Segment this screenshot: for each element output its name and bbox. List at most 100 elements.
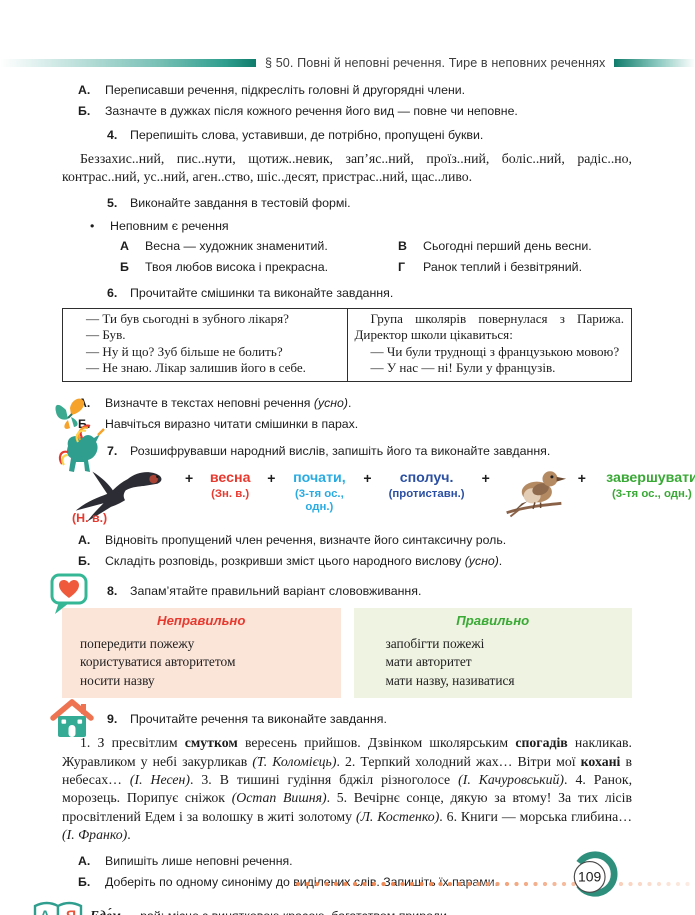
dictionary-definition: Еде́м — рай; місце з винятковою красою, … — [90, 903, 450, 915]
joke-line: — Не знаю. Лікар залишив його в себе. — [86, 360, 306, 376]
author-citation: (Остап Вишня) — [231, 790, 327, 806]
nightingale-image — [501, 465, 567, 524]
author-citation: (Л. Костенко) — [355, 808, 440, 824]
wrong-item: попередити пожежу — [80, 635, 195, 651]
option-text: Твоя любов висока і прекрасна. — [145, 260, 329, 274]
section-title: § 50. Повні й неповні речення. Тире в не… — [265, 56, 606, 70]
right-item: мати назву, називатися — [385, 672, 515, 688]
subtask-label: Б. — [78, 553, 91, 568]
dictionary-term: Еде́м — [90, 908, 121, 915]
task5-question-row: • Неповним є речення — [62, 219, 632, 233]
task7-heading: 7. Розшифрувавши народний вислів, запиші… — [55, 398, 632, 472]
subtask-text: Визначте в текстах неповні речення (усно… — [105, 395, 352, 410]
task-number: 5. — [107, 196, 118, 210]
task7-subtask-b: Б. Складіть розповідь, розкривши зміст ц… — [62, 554, 632, 569]
task-number: 6. — [107, 286, 118, 300]
task7-subtask-a: А. Відновіть пропущений член речення, ви… — [62, 533, 632, 548]
header-rule-left — [0, 59, 256, 67]
option-v: В Сьогодні перший день весни. — [398, 239, 632, 253]
right-item: запобігти пожежі — [385, 635, 485, 651]
task-title: Прочитайте смішинки та виконайте завданн… — [130, 286, 394, 300]
right-item: мати авторитет — [385, 654, 472, 670]
subtask-label: Б. — [78, 874, 91, 889]
task-title: Перепишіть слова, уставивши, де потрібно… — [130, 128, 484, 142]
dictionary-letter-ya: Я — [66, 907, 76, 915]
unicorn-butterfly-icon — [54, 394, 106, 492]
parenthetical-note: (усно) — [464, 553, 499, 568]
author-citation: (І. Франко) — [62, 827, 128, 843]
plus-sign: + — [363, 469, 372, 486]
joke-line: — У нас — ні! Були у французів. — [370, 360, 556, 376]
highlighted-word: кохані — [580, 753, 621, 769]
joke-line: Група школярів повернулася з Парижа. Дир… — [354, 311, 625, 343]
author-citation: (І. Качуровський) — [458, 771, 565, 787]
task-number: 8. — [107, 583, 118, 598]
option-label: А — [120, 239, 129, 253]
joke-line: — Чи були труднощі з французькою мовою? — [370, 343, 620, 359]
highlighted-word: спогадів — [515, 735, 568, 751]
subtask-label: А. — [78, 83, 91, 97]
author-citation: (І. Несен) — [129, 771, 190, 787]
task-number: 9. — [107, 712, 118, 727]
page-header: § 50. Повні й неповні речення. Тире в не… — [0, 56, 695, 70]
subtask-text: Випишіть лише неповні речення. — [105, 853, 293, 868]
task4-heading: 4. Перепишіть слова, уставивши, де потрі… — [62, 128, 632, 143]
right-header: Правильно — [456, 612, 530, 628]
intro-subtask-b: Б. Зазначте в дужках після кожного речен… — [62, 104, 632, 119]
plus-sign: + — [185, 469, 194, 486]
wrong-usage-box: Неправильно попередити пожежу користуват… — [62, 607, 341, 699]
wrong-header: Неправильно — [157, 612, 246, 628]
option-label: В — [398, 239, 407, 253]
task-title: Прочитайте речення та виконайте завдання… — [130, 712, 387, 727]
subtask-text: Складіть розповідь, розкривши зміст цьог… — [105, 553, 503, 568]
header-rule-right — [614, 59, 695, 67]
rebus-word-4: завершувати (3-тя ос., одн.) — [606, 469, 695, 500]
subtask-text: Навчіться виразно читати смішинки в пара… — [105, 416, 359, 431]
task-number: 4. — [107, 128, 118, 142]
task9-passage: 1. З пресвітлим смутком вересень прийшов… — [62, 735, 633, 843]
plus-sign: + — [267, 469, 276, 486]
swallow-image: (Н. в.) — [72, 461, 174, 525]
footer-dotted-line — [295, 881, 695, 887]
task-title: Виконайте завдання в тестовій формі. — [130, 196, 351, 210]
house-icon — [49, 699, 95, 741]
wrong-item: користуватися авторитетом — [80, 654, 236, 670]
task5-question: Неповним є речення — [110, 219, 229, 233]
bullet-marker: • — [90, 219, 95, 233]
task6-subtask-b: Б. Навчіться виразно читати смішинки в п… — [62, 417, 632, 432]
subtask-label: Б. — [78, 104, 91, 118]
rebus-word-3: сполуч. (протиставн.) — [388, 469, 465, 500]
task-title: Запам’ятайте правильний варіант слововжи… — [130, 583, 422, 598]
option-label: Б — [120, 260, 129, 274]
author-citation: (Т. Коломієць) — [252, 753, 337, 769]
option-text: Весна — художник знаменитий. — [145, 239, 328, 253]
joke-line: — Був. — [86, 327, 126, 343]
parenthetical-note: (усно) — [313, 395, 348, 410]
subtask-label: А. — [78, 532, 91, 547]
subtask-text: Зазначте в дужках після кожного речення … — [105, 104, 518, 118]
dictionary-letter-a: А — [40, 907, 50, 915]
task4-word-list: Беззахис..ний, пис..нути, щотиж..невик, … — [62, 151, 632, 184]
task-title: Розшифрувавши народний вислів, запишіть … — [130, 443, 551, 458]
task-number: 7. — [107, 443, 118, 458]
option-a: А Весна — художник знаменитий. — [120, 239, 398, 253]
task9-subtask-a: А. Випишіть лише неповні речення. — [62, 854, 632, 869]
task5-heading: 5. Виконайте завдання в тестовій формі. — [62, 196, 632, 211]
page-number: 109 — [578, 869, 602, 885]
option-g: Г Ранок теплий і безвітряний. — [398, 260, 632, 274]
joke-right-cell: Група школярів повернулася з Парижа. Дир… — [346, 309, 632, 381]
joke-line: — Ну й що? Зуб більше не болить? — [86, 343, 283, 359]
option-b: Б Твоя любов висока і прекрасна. — [120, 260, 398, 274]
task9-heading: 9. Прочитайте речення та виконайте завда… — [50, 699, 632, 738]
highlighted-word: смутком — [184, 735, 238, 751]
plus-sign: + — [577, 469, 586, 486]
rebus-row: (Н. в.) + весна (Зн. в.) + почати, (3-тя… — [62, 461, 695, 527]
rebus-word-2: почати, (3-тя ос., одн.) — [293, 469, 346, 513]
plus-sign: + — [481, 469, 490, 486]
heart-bubble-icon — [50, 573, 90, 615]
task6-subtask-a: А. Визначте в текстах неповні речення (у… — [62, 396, 632, 411]
subtask-text: Переписавши речення, підкресліть головні… — [105, 83, 466, 97]
page-content: А. Переписавши речення, підкресліть голо… — [33, 83, 695, 915]
joke-line: — Ти був сьогодні в зубного лікаря? — [86, 311, 289, 326]
